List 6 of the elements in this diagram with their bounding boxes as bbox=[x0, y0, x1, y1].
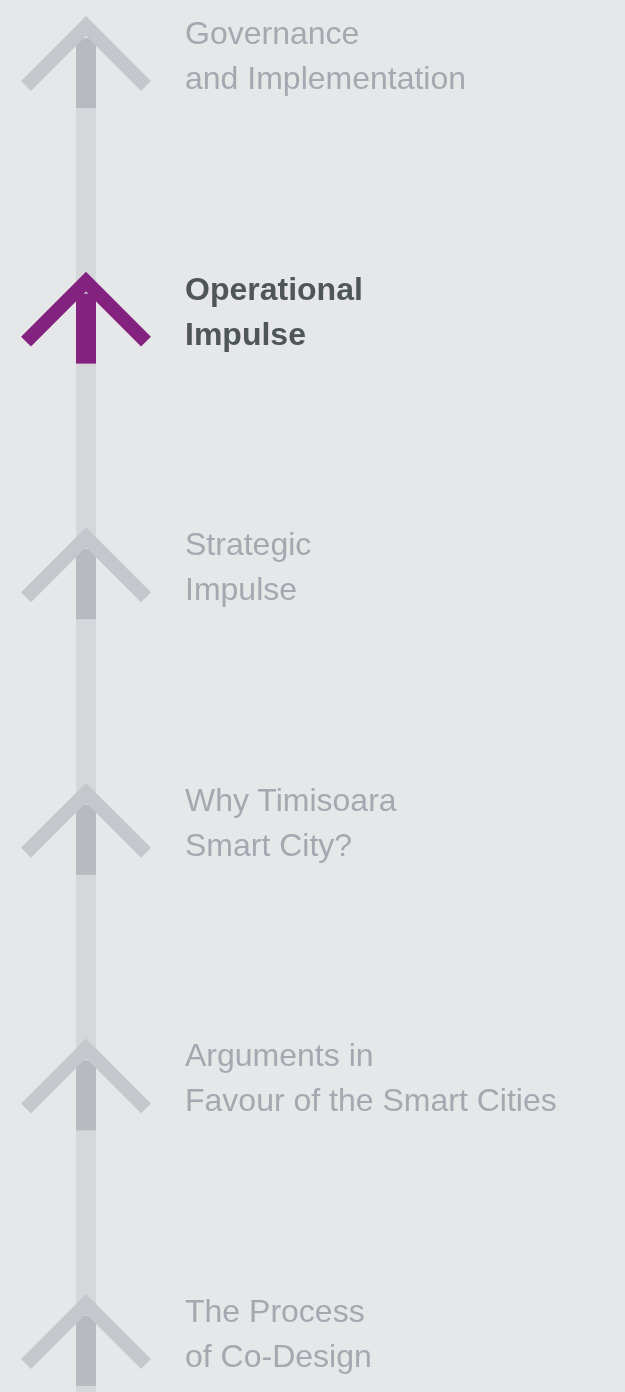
step-label: Operational Impulse bbox=[185, 266, 363, 357]
step-label: Arguments in Favour of the Smart Cities bbox=[185, 1033, 557, 1124]
step-label: Why Timisoara Smart City? bbox=[185, 777, 397, 868]
step-label: Strategic Impulse bbox=[185, 522, 312, 613]
step-label: Governance and Implementation bbox=[185, 11, 467, 101]
step-label: The Process of Co-Design bbox=[185, 1289, 372, 1379]
